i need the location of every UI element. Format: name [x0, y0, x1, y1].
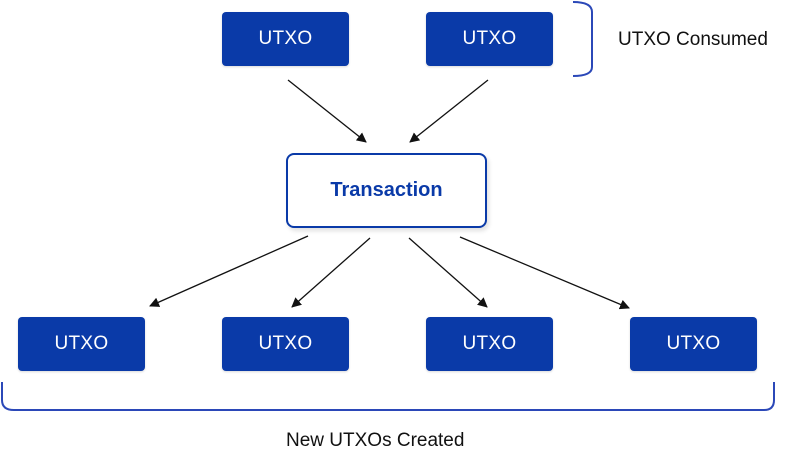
arrow-input-1-to-transaction — [287, 79, 367, 143]
arrow-transaction-to-output-2 — [291, 237, 371, 308]
arrow-transaction-to-output-1 — [149, 235, 309, 307]
output-utxo-box[interactable]: UTXO — [222, 317, 349, 371]
output-utxo-box[interactable]: UTXO — [18, 317, 145, 371]
output-utxo-box[interactable]: UTXO — [630, 317, 757, 371]
created-bracket — [1, 382, 775, 411]
transaction-box[interactable]: Transaction — [286, 153, 487, 228]
consumed-bracket — [572, 1, 593, 77]
utxo-consumed-caption: UTXO Consumed — [618, 29, 768, 50]
arrow-transaction-to-output-4 — [459, 236, 630, 310]
new-utxos-created-caption: New UTXOs Created — [286, 430, 465, 451]
arrow-transaction-to-output-3 — [408, 237, 488, 308]
output-utxo-box[interactable]: UTXO — [426, 317, 553, 371]
arrow-input-2-to-transaction — [409, 79, 489, 143]
input-utxo-box[interactable]: UTXO — [222, 12, 349, 66]
input-utxo-box[interactable]: UTXO — [426, 12, 553, 66]
